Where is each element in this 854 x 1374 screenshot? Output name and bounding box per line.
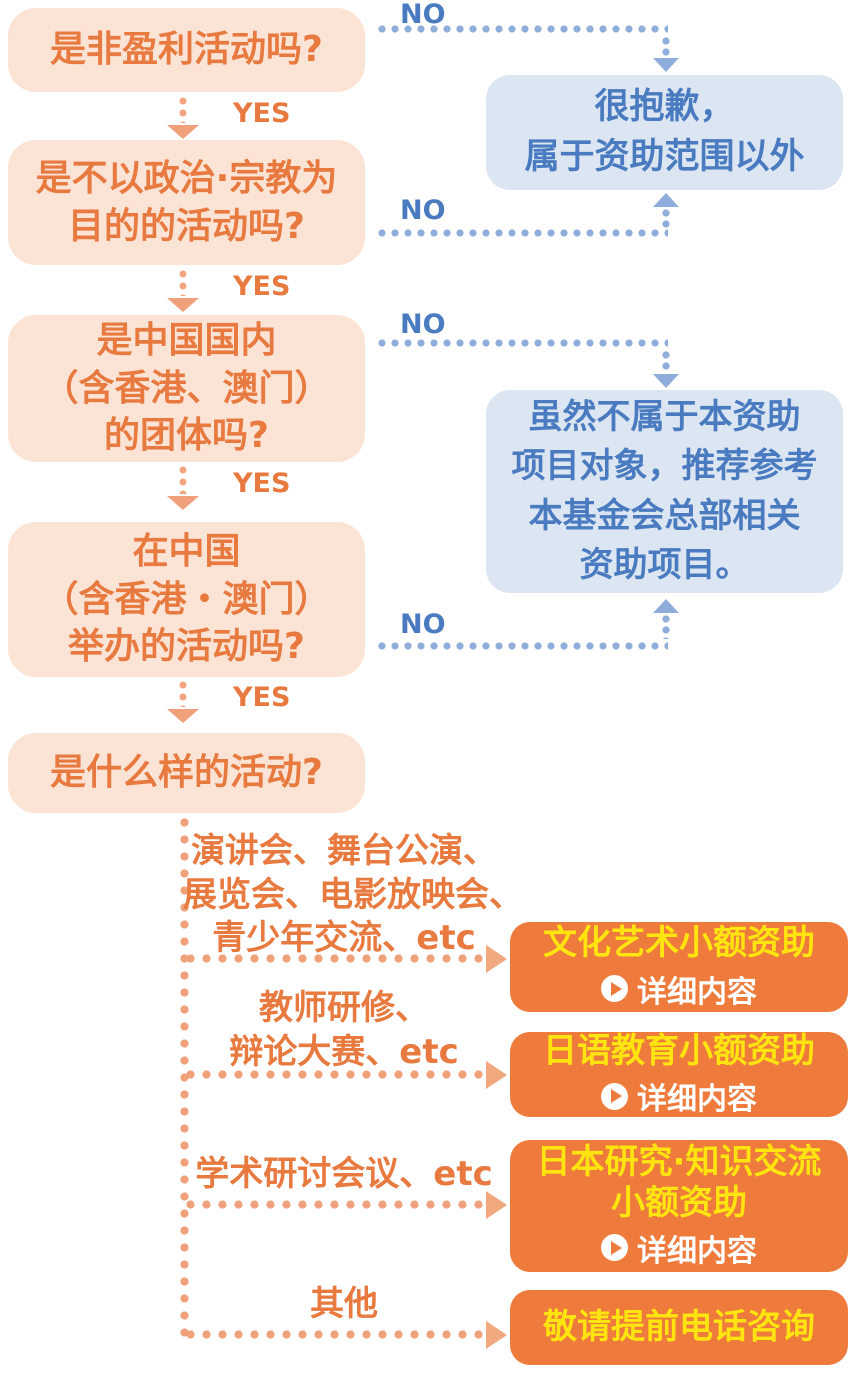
question-text-line: 是什么样的活动? [50, 752, 323, 794]
question-text-line: （含香港・澳门） [42, 578, 331, 620]
rejection-box-out-of-scope: 很抱歉， 属于资助范围以外 [486, 75, 843, 190]
no-dotted-line [378, 229, 668, 237]
rejection-text-line: 项目对象，推荐参考 [511, 446, 818, 487]
rejection-box-refer-headquarters: 虽然不属于本资助 项目对象，推荐参考 本基金会总部相关 资助项目。 [486, 390, 843, 593]
branch-label-academic: 学术研讨会议、etc [183, 1153, 505, 1197]
no-dotted-line [662, 209, 670, 229]
arrow-right-icon [486, 1061, 507, 1089]
question-text-line: 是非盈利活动吗? [50, 29, 323, 71]
branch-label-line: 学术研讨会议、etc [195, 1154, 493, 1194]
branch-label-japanese-education: 教师研修、 辩论大赛、etc [183, 987, 505, 1074]
play-circle-icon [601, 1234, 628, 1262]
branch-label-other: 其他 [183, 1283, 505, 1327]
no-label: NO [400, 309, 446, 340]
detail-link-label: 详细内容 [637, 974, 757, 1010]
arrow-down-icon [653, 58, 679, 72]
no-dotted-line [378, 642, 668, 650]
result-title: 文化艺术小额资助 [543, 923, 815, 964]
branch-dotted-line [186, 954, 484, 963]
rejection-text-line: 本基金会总部相关 [528, 495, 801, 536]
question-text-line: 的团体吗? [104, 415, 269, 457]
arrow-down-icon [167, 496, 199, 510]
detail-link-label: 详细内容 [637, 1233, 757, 1269]
arrow-right-icon [486, 1321, 507, 1349]
arrow-down-icon [167, 125, 199, 139]
result-title: 日语教育小额资助 [543, 1030, 815, 1071]
arrow-down-icon [167, 298, 199, 312]
question-text-line: 目的的活动吗? [68, 205, 305, 247]
arrow-down-icon [653, 374, 679, 388]
yes-dotted-line [179, 466, 187, 494]
detail-link[interactable]: 详细内容 [601, 1074, 757, 1118]
arrow-up-icon [653, 193, 679, 207]
no-dotted-line [662, 615, 670, 639]
arrow-right-icon [486, 1191, 507, 1219]
branch-label-culture: 演讲会、舞台公演、 展览会、电影放映会、 青少年交流、etc [183, 830, 523, 961]
arrow-down-icon [167, 709, 199, 723]
result-title: 敬请提前电话咨询 [543, 1307, 815, 1348]
question-text-line: 是不以政治·宗教为 [35, 157, 338, 199]
question-box-activity-type: 是什么样的活动? [8, 733, 365, 813]
arrow-right-icon [486, 945, 507, 973]
play-circle-icon [601, 1082, 628, 1110]
question-text-line: 是中国国内 [96, 320, 277, 362]
result-title: 小额资助 [611, 1182, 747, 1223]
yes-label: YES [233, 682, 291, 713]
detail-link[interactable]: 详细内容 [601, 1226, 757, 1270]
rejection-text-line: 属于资助范围以外 [524, 136, 805, 177]
question-text-line: 在中国 [132, 531, 241, 573]
no-label: NO [400, 0, 446, 30]
question-box-china-group: 是中国国内 （含香港、澳门） 的团体吗? [8, 315, 365, 462]
question-text-line: 举办的活动吗? [68, 626, 305, 668]
rejection-text-line: 很抱歉， [594, 86, 735, 127]
play-circle-icon [601, 975, 628, 1003]
branch-trunk-dotted-line [180, 818, 189, 1340]
result-box-japanese-education-grant[interactable]: 日语教育小额资助 详细内容 [510, 1030, 848, 1118]
question-box-held-in-china: 在中国 （含香港・澳门） 举办的活动吗? [8, 522, 365, 677]
result-box-culture-art-grant[interactable]: 文化艺术小额资助 详细内容 [510, 922, 848, 1012]
no-dotted-line [378, 25, 668, 33]
result-box-phone-inquiry: 敬请提前电话咨询 [510, 1290, 848, 1365]
no-dotted-line [662, 351, 670, 372]
branch-label-line: 青少年交流、etc [212, 918, 476, 959]
no-label: NO [400, 609, 446, 640]
no-dotted-line [662, 37, 670, 57]
branch-label-line: 演讲会、舞台公演、 [191, 831, 497, 871]
branch-dotted-line [186, 1070, 484, 1079]
rejection-text-line: 资助项目。 [579, 544, 750, 585]
yes-label: YES [233, 98, 291, 129]
yes-dotted-line [179, 681, 187, 707]
detail-link[interactable]: 详细内容 [601, 967, 757, 1011]
result-box-japan-studies-grant[interactable]: 日本研究·知识交流 小额资助 详细内容 [510, 1140, 848, 1272]
result-title: 日本研究·知识交流 [536, 1142, 822, 1183]
question-box-politics-religion: 是不以政治·宗教为 目的的活动吗? [8, 140, 365, 265]
branch-dotted-line [186, 1200, 484, 1209]
branch-label-line: 教师研修、 [259, 988, 429, 1028]
branch-label-line: 展览会、电影放映会、 [183, 874, 523, 915]
branch-dotted-line [186, 1330, 484, 1339]
yes-label: YES [233, 468, 291, 499]
arrow-up-icon [653, 599, 679, 613]
branch-label-line: 其他 [310, 1284, 378, 1324]
branch-label-line: 辩论大赛、etc [229, 1031, 459, 1072]
yes-dotted-line [179, 97, 187, 123]
question-text-line: （含香港、澳门） [42, 367, 331, 409]
question-box-nonprofit: 是非盈利活动吗? [8, 8, 365, 92]
no-dotted-line [378, 339, 668, 347]
detail-link-label: 详细内容 [637, 1082, 757, 1118]
no-label: NO [400, 195, 446, 226]
rejection-text-line: 虽然不属于本资助 [528, 396, 801, 437]
yes-label: YES [233, 271, 291, 302]
yes-dotted-line [179, 270, 187, 296]
